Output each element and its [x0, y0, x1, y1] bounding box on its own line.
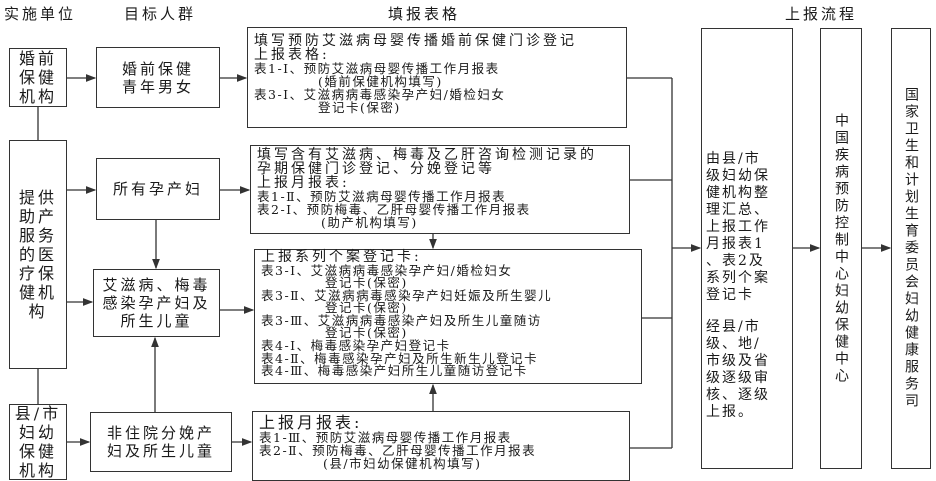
- form-line: 上报月报表:: [257, 175, 350, 191]
- forms-county: 上报月报表: 表1-Ⅲ、预防艾滋病母婴传播工作月报表 表2-Ⅱ、预防梅毒、乙肝母…: [252, 411, 630, 481]
- flow-line: 级逐级审: [706, 370, 770, 386]
- target-nonhospital: 非住院分娩产妇及所生儿童: [90, 412, 232, 472]
- flow-cdc: 中国疾病预防控制中心妇幼保健中心: [820, 28, 862, 469]
- header-unit: 实施单位: [4, 5, 77, 23]
- flow-line: 月报表1: [706, 236, 765, 252]
- header-target: 目标人群: [124, 5, 197, 23]
- form-line: 孕期保健门诊登记、分娩登记等: [257, 161, 495, 177]
- flow-line: 市级及省: [706, 353, 770, 369]
- form-line: (县/市妇幼保健机构填写): [323, 456, 482, 471]
- flow-line: 健机构整: [706, 185, 770, 201]
- form-line: 上报系列个案登记卡:: [261, 249, 422, 265]
- form-line: 登记卡(保密): [318, 100, 401, 115]
- forms-premarital: 填写预防艾滋病母婴传播婚前保健门诊登记 上报表格: 表1-Ⅰ、预防艾滋病母婴传播…: [247, 27, 627, 128]
- form-line: 表3-Ⅰ、艾滋病病毒感染孕产妇/婚检妇女: [254, 87, 506, 102]
- flow-line: 级妇幼保: [706, 168, 770, 184]
- header-flow: 上报流程: [785, 5, 858, 23]
- form-line: 表3-Ⅱ、艾滋病病毒感染孕产妇妊娠及所生婴儿: [261, 287, 553, 303]
- unit-midwifery: 提供助产服务的医疗保健机构: [9, 140, 67, 369]
- form-line: 上报表格:: [254, 47, 330, 63]
- form-line: 登记卡(保密): [325, 300, 408, 316]
- form-line: 表1-Ⅲ、预防艾滋病母婴传播工作月报表: [259, 430, 512, 445]
- target-premarital: 婚前保健青年男女: [96, 47, 220, 108]
- flow-line: 经县/市: [706, 319, 761, 335]
- flow-line: 系列个案: [706, 270, 770, 286]
- unit-county: 县/市妇幼保健机构: [9, 404, 67, 480]
- form-line: 填写预防艾滋病母婴传播婚前保健门诊登记: [254, 33, 577, 49]
- form-line: 表3-Ⅰ、艾滋病病毒感染孕产妇/婚检妇女: [261, 262, 513, 278]
- flow-county-summary: 由县/市 级妇幼保 健机构整 理汇总、 上报工作 月报表1 、表2及 系列个案 …: [701, 28, 793, 469]
- target-infected: 艾滋病、梅毒感染孕产妇及所生儿童: [93, 269, 220, 337]
- flow-line: 理汇总、: [706, 202, 770, 218]
- flow-nhfpc: 国家卫生和计划生育委员会妇幼健康服务司: [891, 28, 931, 469]
- form-line: 表4-Ⅰ、梅毒感染孕产妇登记卡: [261, 338, 451, 354]
- flow-line: 、表2及: [706, 253, 765, 269]
- flow-line: 登记卡: [706, 287, 754, 303]
- form-line: 登记卡(保密): [325, 275, 408, 291]
- target-pregnant: 所有孕产妇: [96, 158, 220, 220]
- unit-premarital: 婚前保健机构: [9, 48, 67, 107]
- forms-pregnant: 填写含有艾滋病、梅毒及乙肝咨询检测记录的 孕期保健门诊登记、分娩登记等 上报月报…: [250, 145, 630, 234]
- flow-line: 上报。: [706, 404, 754, 420]
- flow-line: 由县/市: [706, 151, 761, 167]
- form-line: (助产机构填写): [321, 215, 418, 230]
- flow-cdc-label: 中国疾病预防控制中心妇幼保健中心: [833, 112, 849, 385]
- flow-line: 上报工作: [706, 219, 770, 235]
- form-line: (婚前保健机构填写): [318, 74, 443, 89]
- form-line: 上报月报表:: [259, 413, 363, 432]
- form-line: 表4-Ⅲ、梅毒感染产妇所生儿童随访登记卡: [261, 363, 528, 379]
- forms-cases: 上报系列个案登记卡: 表3-Ⅰ、艾滋病病毒感染孕产妇/婚检妇女 登记卡(保密) …: [254, 249, 642, 384]
- form-line: 表2-Ⅱ、预防梅毒、乙肝母婴传播工作月报表: [259, 443, 537, 458]
- form-line: 表2-Ⅰ、预防梅毒、乙肝母婴传播工作月报表: [257, 202, 531, 217]
- flow-line: 级、地/: [706, 336, 761, 352]
- form-line: 表1-Ⅱ、预防艾滋病母婴传播工作月报表: [257, 189, 507, 204]
- form-line: 表1-Ⅰ、预防艾滋病母婴传播工作月报表: [254, 61, 500, 76]
- form-line: 登记卡(保密): [325, 325, 408, 341]
- form-line: 填写含有艾滋病、梅毒及乙肝咨询检测记录的: [257, 147, 597, 163]
- header-forms: 填报表格: [388, 5, 461, 23]
- flow-nhfpc-label: 国家卫生和计划生育委员会妇幼健康服务司: [903, 87, 919, 410]
- form-line: 表4-Ⅱ、梅毒感染孕产妇及所生新生儿登记卡: [261, 350, 539, 366]
- flow-line: 核、逐级: [706, 387, 770, 403]
- form-line: 表3-Ⅲ、艾滋病病毒感染产妇及所生儿童随访: [261, 312, 542, 328]
